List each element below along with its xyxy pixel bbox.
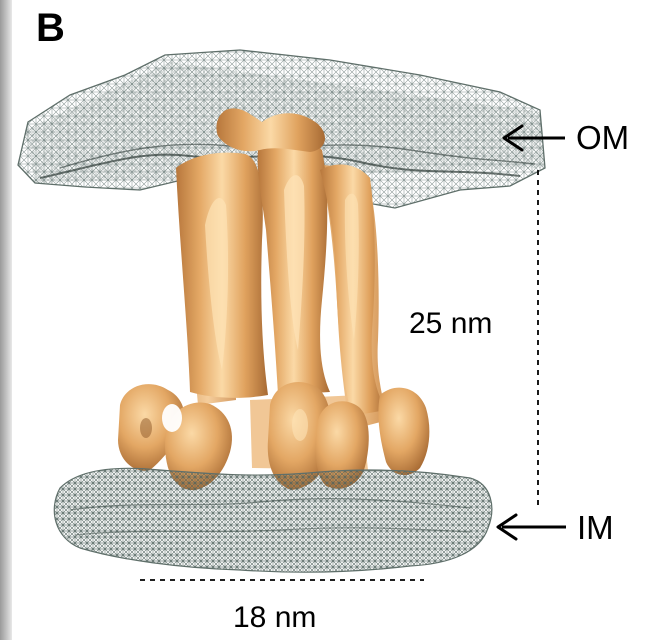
inner-membrane-label: IM xyxy=(577,511,614,544)
outer-membrane-label: OM xyxy=(576,121,629,154)
inner-membrane-mesh xyxy=(54,468,492,572)
height-measurement-label: 25 nm xyxy=(409,309,492,339)
width-measurement-label: 18 nm xyxy=(233,603,316,633)
im-arrow-icon xyxy=(498,515,566,539)
